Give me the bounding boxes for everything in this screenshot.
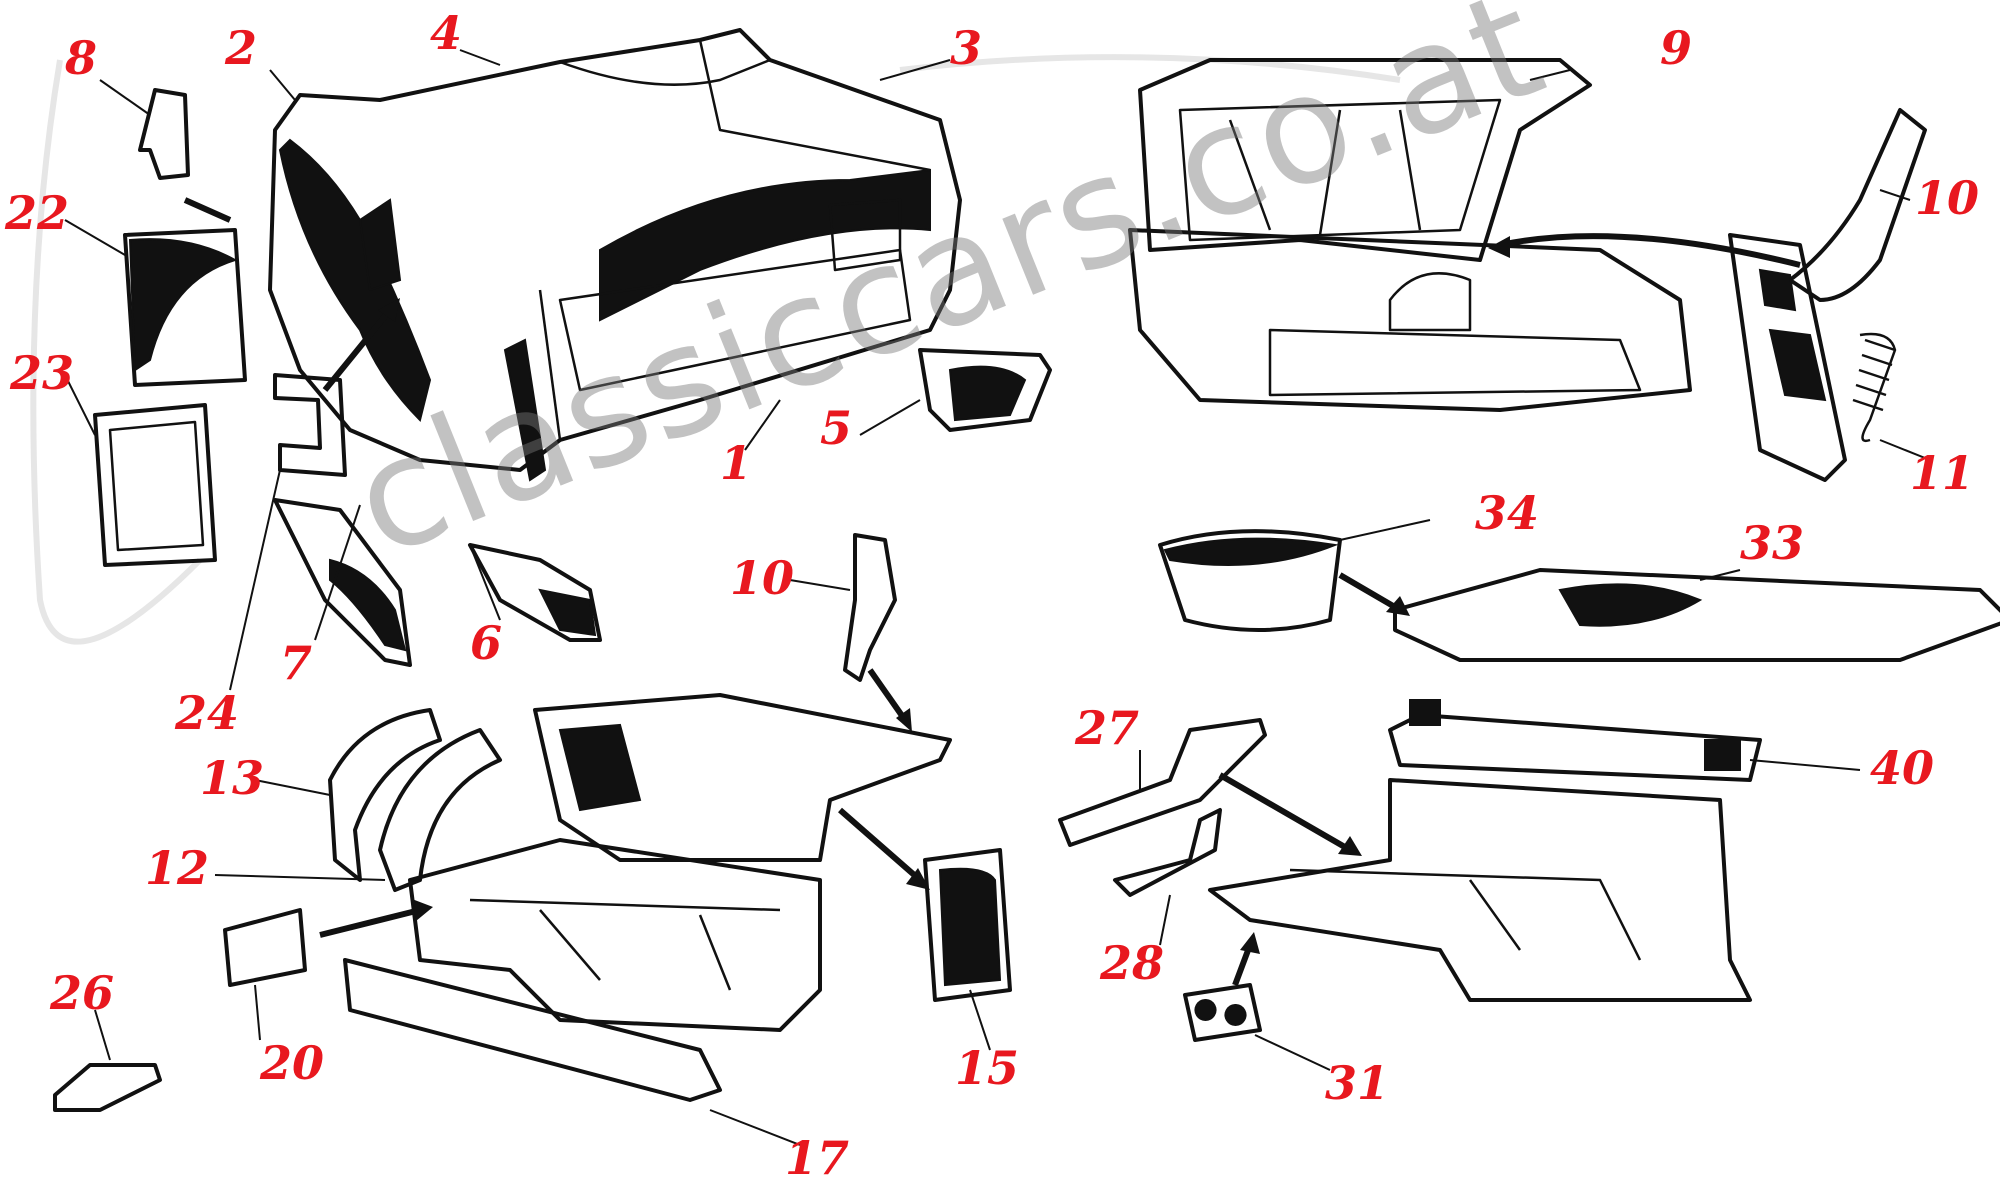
label-6: 6 (470, 616, 503, 670)
label-27: 27 (1075, 701, 1140, 755)
part-34-shape (1158, 529, 1342, 632)
boot-tub-assembly (268, 28, 962, 482)
part-33-shape (1393, 568, 2000, 662)
part-31-shape (1183, 983, 1262, 1042)
label-26: 26 (50, 966, 115, 1020)
label-22: 22 (5, 186, 70, 240)
label-13: 13 (200, 751, 265, 805)
right-floor-pan (1208, 778, 1752, 1002)
label-10-right: 10 (1915, 171, 1980, 225)
part-10-hinge-left (843, 533, 897, 682)
label-34: 34 (1475, 486, 1540, 540)
label-8: 8 (65, 31, 98, 85)
label-15: 15 (955, 1041, 1020, 1095)
part-6-shape (468, 543, 602, 642)
label-33: 33 (1740, 516, 1805, 570)
part-7-shape (273, 498, 412, 667)
label-9: 9 (1660, 21, 1693, 75)
part-8-shape (138, 88, 190, 180)
leader-lines (64, 49, 1931, 1146)
label-10-left: 10 (730, 551, 795, 605)
rear-panel-shape (533, 693, 952, 862)
label-20: 20 (260, 1036, 325, 1090)
part-13-shape (328, 708, 442, 882)
background-outline (30, 54, 1401, 645)
label-2: 2 (225, 21, 258, 75)
label-11: 11 (1910, 446, 1975, 500)
boot-lid-assembly (1128, 58, 1692, 412)
label-40: 40 (1870, 741, 1935, 795)
assembly-arrows (183, 197, 1801, 987)
label-28: 28 (1100, 936, 1165, 990)
label-24: 24 (175, 686, 240, 740)
label-7: 7 (280, 636, 313, 690)
part-22-shape (123, 228, 247, 387)
part-11-spring (1859, 332, 1897, 443)
label-3: 3 (950, 21, 983, 75)
label-12: 12 (145, 841, 210, 895)
part-15-shape (923, 848, 1012, 1002)
part-28-shape (1113, 808, 1222, 897)
part-10-bracket-right (1728, 233, 1847, 482)
part-23-shape (93, 403, 217, 567)
part-26-shape (53, 1063, 162, 1112)
left-floor-pan (408, 838, 822, 1032)
part-5-shape (918, 348, 1052, 432)
label-4: 4 (430, 6, 463, 60)
part-17-shape (343, 958, 722, 1102)
label-23: 23 (10, 346, 75, 400)
part-27-shape (1058, 718, 1267, 847)
label-1: 1 (720, 436, 753, 490)
label-17: 17 (785, 1131, 850, 1185)
part-24-shape (273, 373, 347, 477)
part-10-hinge-right (1788, 108, 1927, 302)
label-5: 5 (820, 401, 853, 455)
part-20-shape (223, 908, 307, 987)
part-12-shape (378, 728, 502, 892)
label-31: 31 (1325, 1056, 1390, 1110)
